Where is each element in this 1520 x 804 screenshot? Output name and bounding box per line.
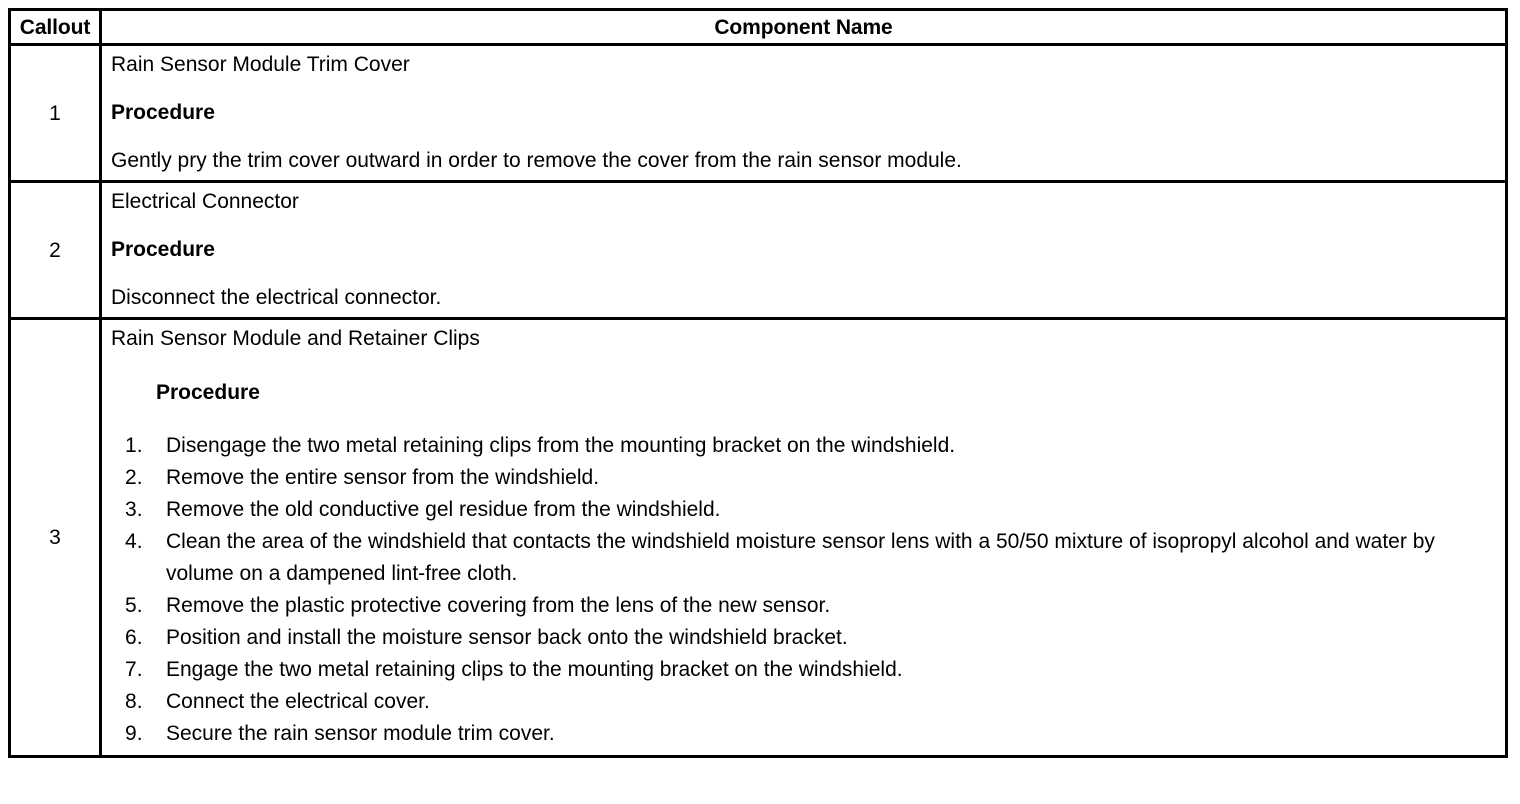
procedure-step-list: Disengage the two metal retaining clips … <box>111 430 1499 749</box>
procedure-step: Remove the entire sensor from the windsh… <box>125 462 600 494</box>
component-detail-cell: Electrical Connector Procedure Disconnec… <box>99 180 1508 321</box>
procedure-step: Connect the electrical cover. <box>125 686 430 718</box>
column-header-callout: Callout <box>8 8 102 46</box>
procedure-step: Engage the two metal retaining clips to … <box>125 654 903 686</box>
callout-number-cell: 1 <box>8 42 102 184</box>
procedure-step: Remove the plastic protective covering f… <box>125 590 831 622</box>
column-header-component-name: Component Name <box>99 8 1508 46</box>
procedure-heading: Procedure <box>156 381 260 405</box>
component-title: Rain Sensor Module and Retainer Clips <box>111 327 480 351</box>
component-procedure-table: Callout Component Name 1 Rain Sensor Mod… <box>8 8 1508 759</box>
component-detail-cell: Rain Sensor Module Trim Cover Procedure … <box>99 42 1508 184</box>
component-title: Electrical Connector <box>111 190 299 214</box>
callout-number-cell: 2 <box>8 180 102 321</box>
table-body: 1 Rain Sensor Module Trim Cover Procedur… <box>8 42 1508 759</box>
procedure-step: Secure the rain sensor module trim cover… <box>125 718 555 750</box>
procedure-step: Position and install the moisture sensor… <box>125 622 848 654</box>
procedure-description: Disconnect the electrical connector. <box>111 286 442 310</box>
procedure-heading: Procedure <box>111 238 215 262</box>
procedure-heading: Procedure <box>111 101 215 125</box>
content-block: Electrical Connector Procedure Disconnec… <box>102 183 1505 317</box>
table-header-row: Callout Component Name <box>8 8 1508 46</box>
content-block: Rain Sensor Module Trim Cover Procedure … <box>102 46 1505 180</box>
table-header: Callout Component Name <box>8 8 1508 46</box>
component-title: Rain Sensor Module Trim Cover <box>111 53 410 76</box>
parts-table-sheet: Callout Component Name 1 Rain Sensor Mod… <box>8 8 1508 795</box>
component-detail-cell: Rain Sensor Module and Retainer Clips Pr… <box>99 317 1508 759</box>
table-row: 2 Electrical Connector Procedure Disconn… <box>8 180 1508 321</box>
content-block: Rain Sensor Module and Retainer Clips Pr… <box>102 320 1505 755</box>
procedure-description: Gently pry the trim cover outward in ord… <box>111 149 962 173</box>
procedure-step: Remove the old conductive gel residue fr… <box>125 494 721 526</box>
callout-number-cell: 3 <box>8 317 102 759</box>
table-row: 3 Rain Sensor Module and Retainer Clips … <box>8 317 1508 759</box>
table-row: 1 Rain Sensor Module Trim Cover Procedur… <box>8 42 1508 184</box>
procedure-step: Clean the area of the windshield that co… <box>125 526 1435 585</box>
procedure-step: Disengage the two metal retaining clips … <box>125 430 956 462</box>
